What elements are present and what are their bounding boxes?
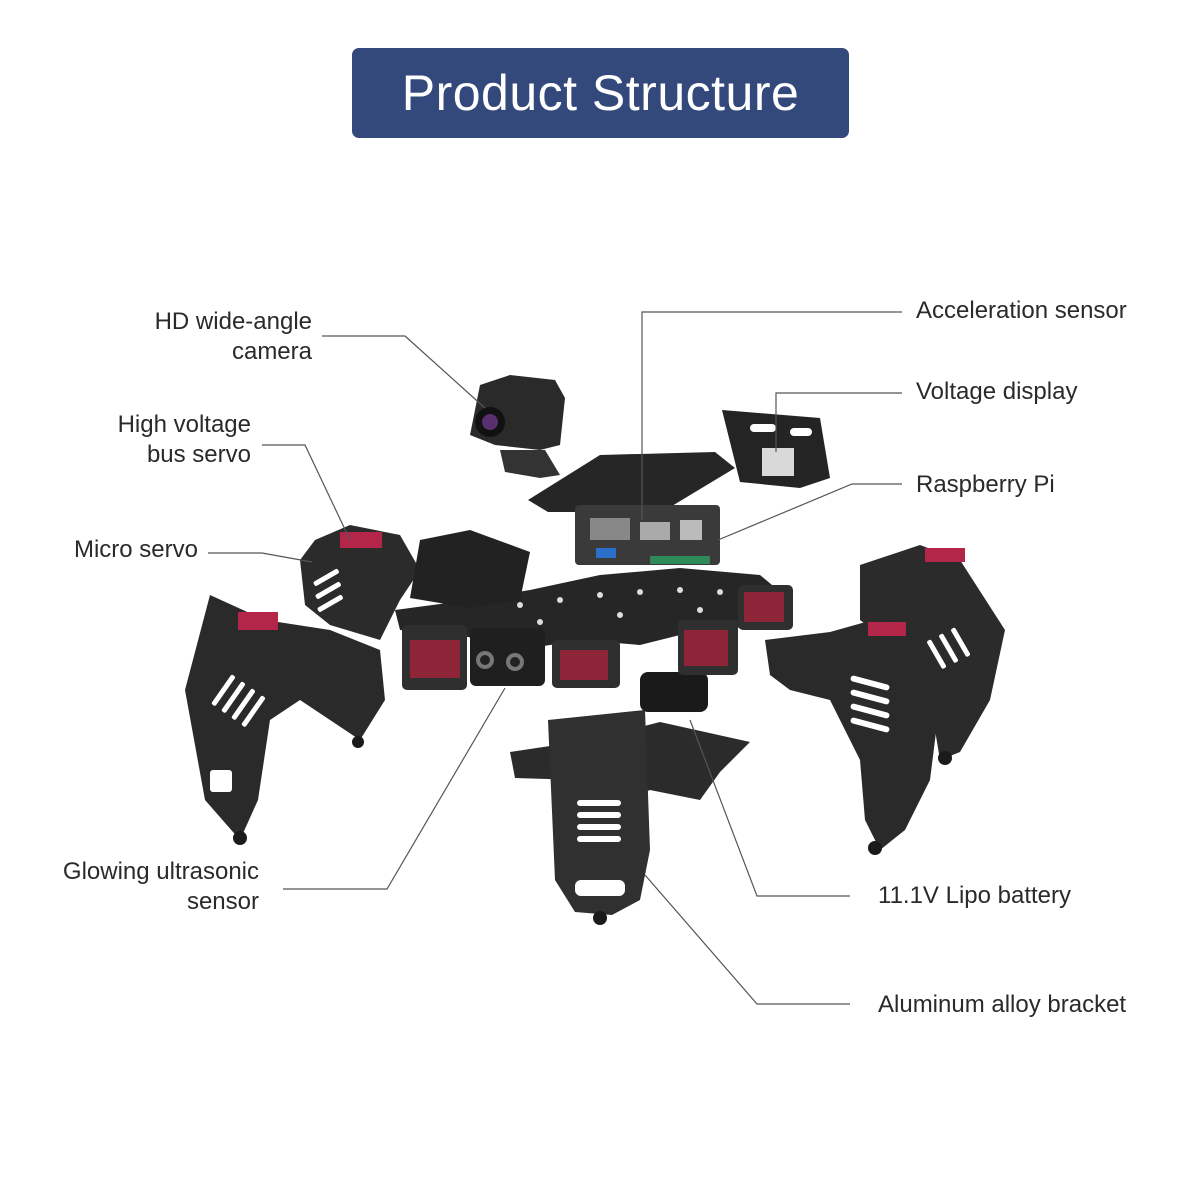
label-micro-servo: Micro servo — [73, 536, 198, 563]
label-ultrasonic: Glowing ultrasonic sensor — [62, 858, 259, 915]
label-bracket: Aluminum alloy bracket — [878, 991, 1127, 1018]
label-raspberry: Raspberry Pi — [916, 471, 1055, 498]
left-rear-leg — [300, 525, 420, 640]
voltage-display — [762, 448, 794, 476]
leader-accel — [641, 311, 902, 520]
label-camera: HD wide-angle camera — [154, 308, 312, 365]
right-front-leg — [765, 618, 940, 850]
lipo-battery — [640, 672, 708, 712]
leader-bracket — [644, 874, 850, 1005]
leader-battery — [689, 719, 850, 897]
title-banner: Product Structure — [352, 48, 849, 138]
hexapod-robot-illustration — [185, 375, 1005, 925]
label-voltage: Voltage display — [916, 378, 1078, 405]
left-front-leg — [185, 595, 385, 840]
leader-micro-servo — [208, 552, 313, 563]
leader-lines — [208, 311, 902, 1005]
leader-camera — [322, 335, 486, 409]
page-title: Product Structure — [401, 65, 800, 121]
ultrasonic-sensor-module — [470, 628, 545, 686]
label-bus-servo: High voltage bus servo — [117, 411, 251, 468]
upper-plate — [528, 452, 735, 512]
label-battery: 11.1V Lipo battery — [878, 882, 1072, 909]
rear-mount-plate — [410, 530, 530, 608]
right-rear-leg — [860, 545, 1005, 760]
camera-module — [470, 375, 565, 478]
leader-ultrasonic — [283, 687, 506, 890]
leader-raspberry — [717, 483, 902, 541]
leader-voltage — [775, 392, 902, 452]
leader-bus-servo — [262, 444, 351, 541]
label-accel: Acceleration sensor — [916, 297, 1127, 324]
